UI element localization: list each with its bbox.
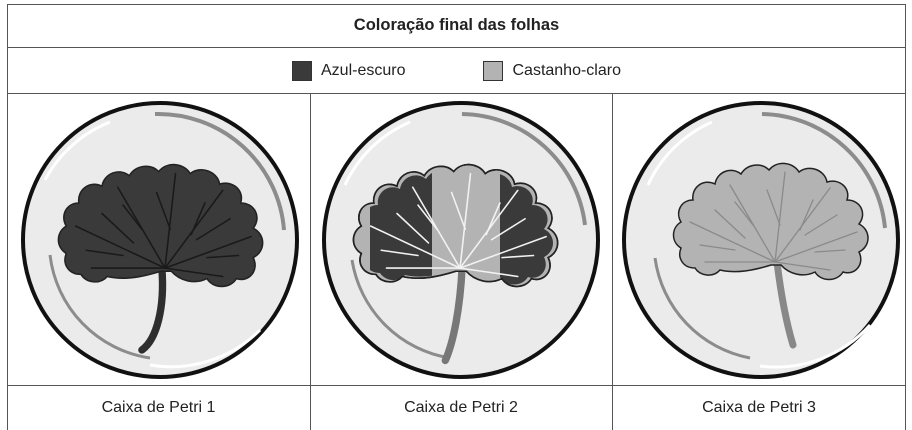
- caption-dish-3: Caixa de Petri 3: [702, 399, 816, 416]
- column-divider-1: [310, 94, 311, 430]
- legend-label-dark: Azul-escuro: [321, 61, 406, 79]
- dish-panels: [7, 94, 906, 386]
- column-divider-2: [612, 94, 613, 430]
- petri-dish-2: [322, 101, 600, 379]
- legend: Azul-escuro Castanho-claro: [7, 48, 906, 94]
- legend-swatch-light: [483, 60, 504, 81]
- legend-swatch-dark: [292, 60, 312, 81]
- caption-dish-1: Caixa de Petri 1: [101, 399, 216, 416]
- caption-dish-2: Caixa de Petri 2: [404, 399, 518, 416]
- legend-item-light: Castanho-claro: [483, 60, 621, 81]
- title-row: Coloração final das folhas: [7, 4, 906, 48]
- petri-dish-1: [21, 101, 299, 379]
- legend-label-light: Castanho-claro: [512, 61, 621, 79]
- table-title: Coloração final das folhas: [353, 16, 560, 34]
- dish-captions: Caixa de Petri 1 Caixa de Petri 2 Caixa …: [7, 386, 906, 430]
- petri-dish-3: [622, 101, 900, 379]
- legend-item-dark: Azul-escuro: [292, 60, 406, 81]
- table-frame: [7, 4, 906, 430]
